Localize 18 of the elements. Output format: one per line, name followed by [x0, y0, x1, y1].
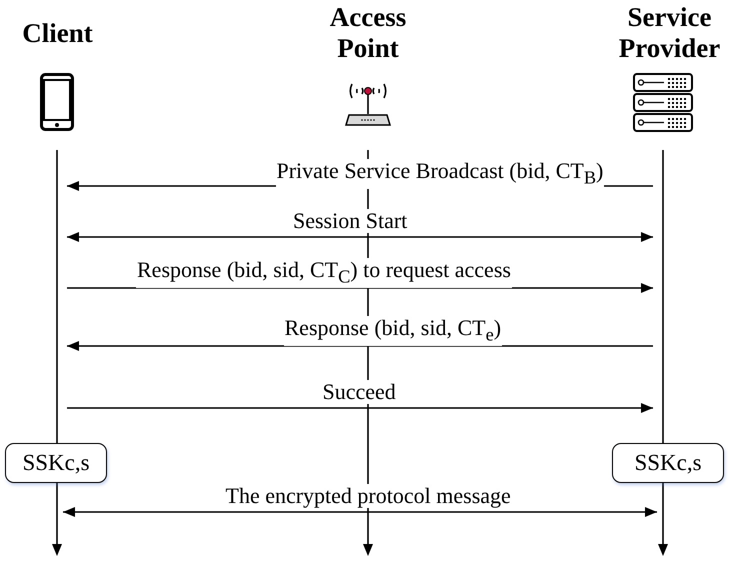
lifeline-arrow	[657, 483, 669, 556]
message-arrow	[67, 341, 653, 351]
lifeline-title: Client	[21, 18, 94, 49]
message-arrow	[67, 232, 653, 242]
message-label: Session Start	[292, 209, 408, 233]
message-label: Response (bid, sid, CT$_{e}$)	[284, 316, 502, 346]
message-label: Response (bid, sid, CT$_{C}$) to request access	[136, 258, 512, 288]
key-box: SSKc,s	[612, 443, 724, 483]
key-box: SSKc,s	[5, 443, 107, 483]
message-label: The encrypted protocol message	[224, 484, 512, 508]
lifeline-arrow	[51, 483, 63, 556]
message-label: Private Service Broadcast (bid, CT$_{B}$)	[276, 159, 604, 190]
message-arrow	[67, 403, 653, 413]
lifeline-title: Service Provider	[618, 2, 722, 64]
lifeline-title: Access Point	[328, 2, 408, 64]
message-arrow	[63, 507, 657, 517]
message-label: Succeed	[322, 380, 397, 404]
message-arrow	[67, 283, 653, 293]
